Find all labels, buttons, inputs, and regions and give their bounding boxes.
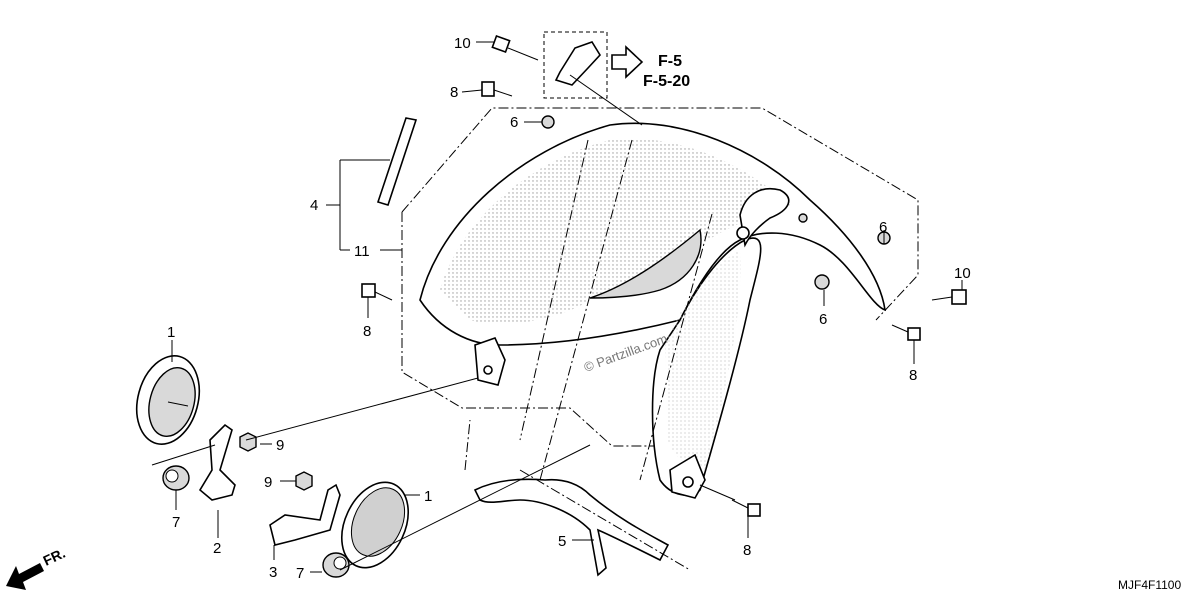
callout-8-top: 8	[450, 84, 458, 101]
bolt-8-top[interactable]	[481, 81, 513, 97]
callout-2: 2	[213, 540, 221, 557]
reference-label-secondary: F-5-20	[643, 73, 690, 90]
grommet-7-left[interactable]	[162, 465, 190, 491]
callout-1-right: 1	[424, 488, 432, 505]
callout-1-left: 1	[167, 324, 175, 341]
callout-10-right: 10	[954, 265, 971, 282]
reference-arrow	[611, 45, 644, 79]
leader-lines	[151, 41, 963, 573]
callout-9-upper: 9	[276, 437, 284, 454]
nut-9-upper[interactable]	[239, 432, 257, 452]
reference-part-box	[543, 31, 608, 99]
reflector-left[interactable]	[127, 349, 208, 451]
callout-7-right: 7	[296, 565, 304, 582]
callout-8-lower: 8	[743, 542, 751, 559]
bolt-8-right[interactable]	[891, 324, 921, 341]
reflector-stay-3[interactable]	[269, 483, 341, 546]
callout-8-right: 8	[909, 367, 917, 384]
nut-9-lower[interactable]	[295, 471, 313, 491]
callout-6-right-lower: 6	[819, 311, 827, 328]
collar-6-top[interactable]	[541, 115, 555, 129]
callout-4: 4	[310, 197, 318, 214]
callout-11: 11	[354, 243, 370, 260]
dashed-assembly-lines	[464, 139, 713, 571]
callout-8-left: 8	[363, 323, 371, 340]
reflector-stay-2[interactable]	[198, 423, 236, 501]
collar-6-right-lower[interactable]	[814, 274, 830, 290]
reference-label-primary: F-5	[658, 53, 682, 70]
callout-6-top: 6	[510, 114, 518, 131]
front-arrow-icon	[6, 563, 44, 590]
bolt-8-left[interactable]	[361, 283, 393, 301]
fender-trim-strip[interactable]	[376, 117, 418, 206]
callout-3: 3	[269, 564, 277, 581]
assembly-outline	[401, 107, 919, 321]
grommet-7-right[interactable]	[322, 552, 350, 578]
reflector-right[interactable]	[329, 472, 421, 579]
flange-bolt-10-top[interactable]	[491, 34, 539, 61]
diagram-code: MJF4F1100	[1118, 578, 1181, 592]
collar-6-hidden	[798, 213, 808, 223]
fork-brace[interactable]	[473, 478, 670, 577]
front-fender[interactable]	[419, 122, 886, 499]
callout-9-lower: 9	[264, 474, 272, 491]
callout-5: 5	[558, 533, 566, 550]
callout-10-top: 10	[454, 35, 471, 52]
front-direction-label: FR.	[41, 545, 68, 569]
front-direction-indicator: FR.	[6, 545, 68, 590]
callout-7-left: 7	[172, 514, 180, 531]
flange-bolt-10-right[interactable]	[931, 289, 967, 305]
callout-6-right-upper: 6	[879, 219, 887, 236]
bolt-8-lower[interactable]	[731, 499, 761, 517]
reference-bracket[interactable]	[554, 41, 601, 86]
